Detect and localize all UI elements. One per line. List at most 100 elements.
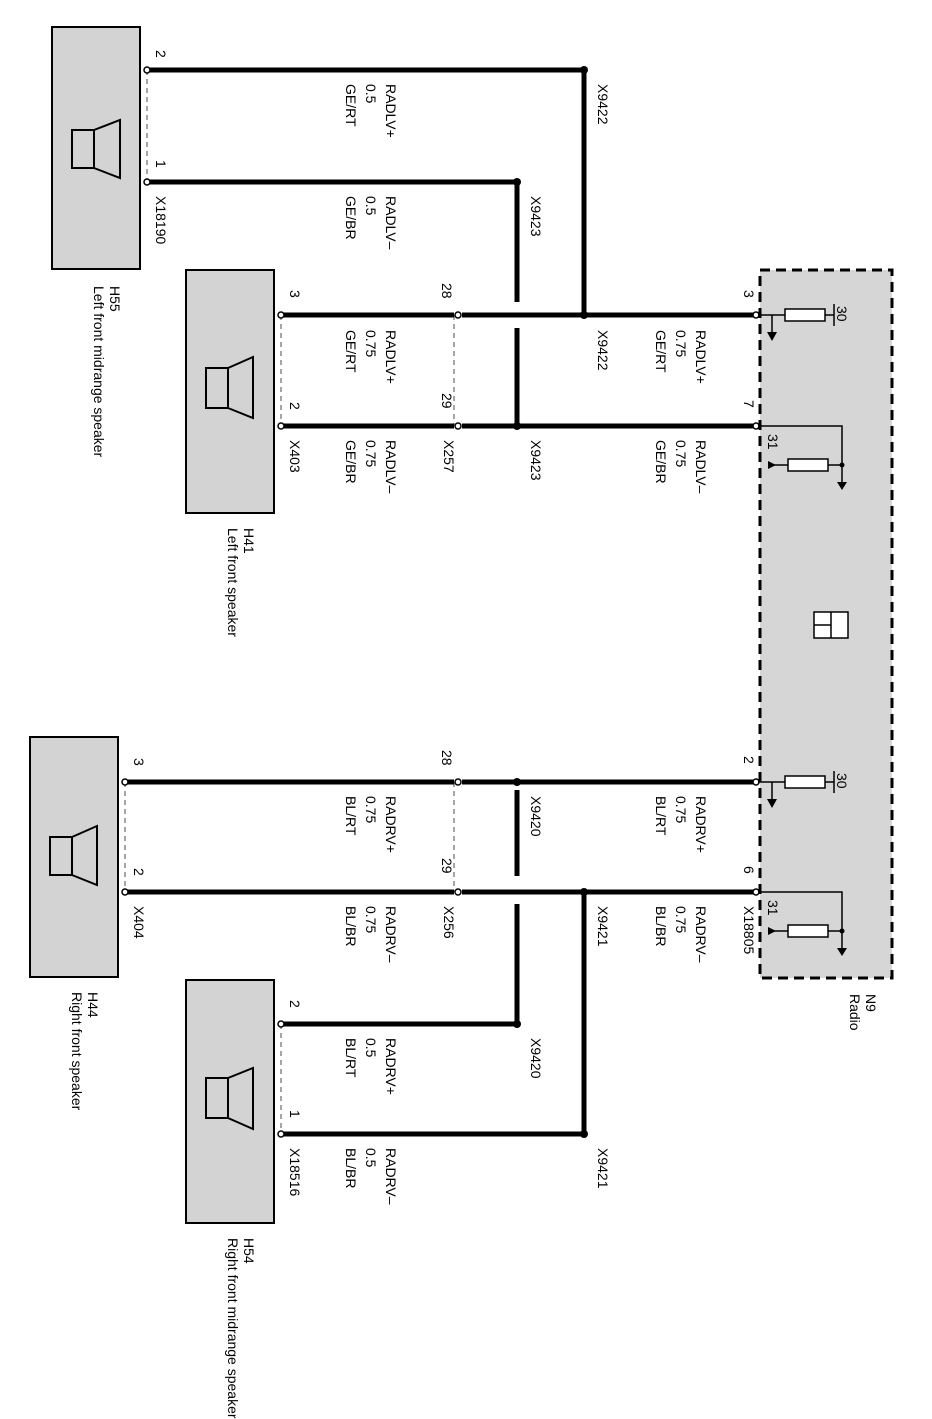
component-id: H41 [241, 528, 257, 554]
svg-text:0.75: 0.75 [363, 440, 379, 467]
svg-text:RADRV+: RADRV+ [383, 1038, 399, 1095]
splice-dot [513, 1020, 521, 1028]
svg-text:GE/RT: GE/RT [653, 330, 669, 373]
wire-label-group: RADLV– 0.75 GE/BR [653, 440, 709, 494]
svg-text:BL/RT: BL/RT [343, 1038, 359, 1078]
pin-number: 29 [439, 858, 455, 874]
svg-text:BL/BR: BL/BR [653, 906, 669, 946]
splice-label: X9420 [528, 1038, 544, 1079]
component-id: N9 [863, 994, 879, 1012]
component-id: H44 [85, 992, 101, 1018]
splice-label: X9422 [595, 84, 611, 125]
pin-number: 1 [287, 1110, 303, 1118]
connector-label: X256 [441, 906, 457, 939]
pin-number: 2 [131, 868, 147, 876]
svg-text:0.5: 0.5 [363, 1148, 379, 1168]
component-name: Left front speaker [225, 528, 241, 637]
wire-label-group: RADRV– 0.5 BL/BR [343, 1148, 399, 1205]
connector-label: X18516 [287, 1148, 303, 1196]
wire-label-group: RADRV+ 0.75 BL/RT [343, 796, 399, 853]
speaker-icon [205, 1066, 254, 1131]
pin-number: 2 [287, 402, 303, 410]
pin-number: 28 [439, 750, 455, 766]
svg-text:RADRV–: RADRV– [383, 906, 399, 963]
svg-text:0.75: 0.75 [673, 330, 689, 357]
wire-label-group: RADLV+ 0.75 GE/RT [653, 330, 709, 384]
splice-dot [580, 1130, 588, 1138]
svg-text:BL/BR: BL/BR [343, 906, 359, 946]
wire-label-group: RADLV+ 0.5 GE/RT [343, 84, 399, 138]
pin-number: 29 [439, 393, 455, 409]
component-name: Right front midrange speaker [225, 1238, 241, 1419]
connector-label: X404 [131, 906, 147, 939]
wire-label-group: RADRV+ 0.5 BL/RT [343, 1038, 399, 1095]
splice-dot [513, 178, 521, 186]
component-name: Radio [847, 994, 863, 1031]
component-id: H54 [241, 1238, 257, 1264]
connector-label: X18805 [741, 906, 757, 954]
component-id: H55 [107, 286, 123, 312]
splice-dot [580, 888, 588, 896]
svg-text:BL/RT: BL/RT [343, 796, 359, 836]
splice-label: X9420 [528, 796, 544, 837]
svg-text:GE/BR: GE/BR [343, 196, 359, 240]
wire-radrv-minus-h54 [281, 892, 587, 1137]
svg-text:RADLV–: RADLV– [693, 440, 709, 494]
svg-text:BL/RT: BL/RT [653, 796, 669, 836]
svg-text:RADLV+: RADLV+ [383, 330, 399, 384]
speaker-icon [205, 355, 254, 420]
svg-text:RADLV–: RADLV– [383, 440, 399, 494]
svg-text:0.75: 0.75 [363, 796, 379, 823]
svg-text:GE/BR: GE/BR [343, 440, 359, 484]
terminal-label: 30 [834, 773, 850, 789]
radio-icon [813, 611, 849, 639]
pin-number: 3 [131, 758, 147, 766]
svg-text:RADLV+: RADLV+ [383, 84, 399, 138]
radio-terminal-30-top [758, 304, 835, 341]
wire-label-group: RADLV+ 0.75 GE/RT [343, 330, 399, 384]
svg-text:RADLV–: RADLV– [383, 196, 399, 250]
radio-terminal-31-bottom [758, 891, 847, 956]
splice-dot [513, 422, 521, 430]
radio-terminal-30-bottom [758, 771, 835, 808]
wire-label-group: RADRV+ 0.75 BL/RT [653, 796, 709, 853]
component-name: Left front midrange speaker [91, 286, 107, 458]
pin-number: 7 [741, 400, 757, 408]
svg-text:0.5: 0.5 [363, 196, 379, 216]
wire-label-group: RADLV– 0.75 GE/BR [343, 440, 399, 494]
wire-label-group: RADRV– 0.75 BL/BR [653, 906, 709, 963]
svg-text:GE/RT: GE/RT [343, 330, 359, 373]
speaker-icon [49, 824, 98, 887]
splice-dot [580, 66, 588, 74]
pin-number: 2 [153, 50, 169, 58]
pin-number: 6 [741, 866, 757, 874]
svg-text:GE/RT: GE/RT [343, 84, 359, 127]
svg-text:RADRV+: RADRV+ [383, 796, 399, 853]
pin-number: 1 [153, 160, 169, 168]
pin-number: 2 [741, 756, 757, 764]
splice-label: X9423 [528, 440, 544, 481]
splice-label: X9422 [595, 330, 611, 371]
svg-text:RADRV–: RADRV– [693, 906, 709, 963]
wire-label-group: RADRV– 0.75 BL/BR [343, 906, 399, 963]
speaker-icon [71, 118, 121, 180]
svg-text:0.75: 0.75 [673, 906, 689, 933]
svg-text:0.75: 0.75 [363, 906, 379, 933]
splice-dot [513, 778, 521, 786]
svg-text:GE/BR: GE/BR [653, 440, 669, 484]
svg-text:RADRV+: RADRV+ [693, 796, 709, 853]
svg-text:0.75: 0.75 [673, 440, 689, 467]
splice-label: X9421 [595, 906, 611, 947]
terminal-label: 31 [765, 900, 781, 916]
svg-text:0.5: 0.5 [363, 84, 379, 104]
connector-label: X403 [287, 440, 303, 473]
connector-label: X257 [441, 440, 457, 473]
svg-text:0.5: 0.5 [363, 1038, 379, 1058]
radio-terminal-31-top [758, 425, 847, 490]
wire-label-group: RADLV– 0.5 GE/BR [343, 196, 399, 250]
splice-label: X9421 [595, 1148, 611, 1189]
terminal-label: 31 [765, 434, 781, 450]
svg-text:0.75: 0.75 [363, 330, 379, 357]
terminal-label: 30 [834, 306, 850, 322]
